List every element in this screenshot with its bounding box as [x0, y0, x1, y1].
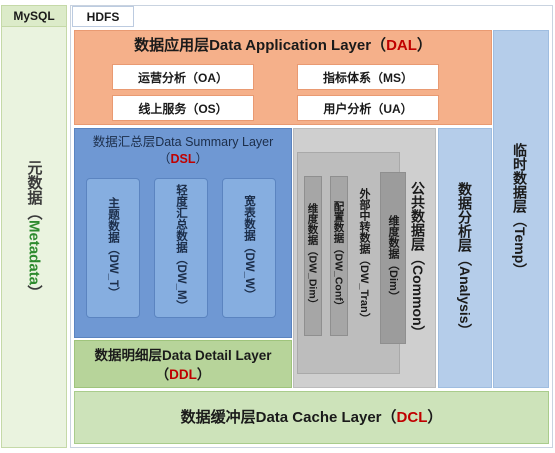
dal-sub-ms: 指标体系（MS） [297, 64, 439, 90]
common-sub-dim-label: 维度数据（Dim） [380, 172, 406, 344]
dsl-sub-dw-t-text: 主题数据（DW_T） [107, 197, 119, 299]
metadata-label-en: Metadata [25, 219, 43, 286]
common-sub-dw-conf [330, 176, 348, 336]
common-sub-dw-tran-label: 外部中转数据（DW_Tran） [352, 166, 376, 346]
analysis-label-text: 数据分析层（Analysis） [457, 182, 473, 338]
temp-label-text: 临时数据层（Temp） [512, 142, 528, 278]
metadata-label-end: ） [25, 285, 43, 301]
dsl-sub-dw-w-label: 宽表数据（DW_W） [222, 178, 276, 318]
dal-sub-ua: 用户分析（UA） [297, 95, 439, 121]
temp-label: 临时数据层（Temp） [498, 120, 542, 300]
ddl-title-abbr: DDL [169, 367, 197, 382]
ddl-title-open: （ [155, 367, 170, 382]
ddl-title: 数据明细层Data Detail Layer （DDL） [74, 346, 292, 386]
dsl-sub-dw-t [86, 178, 140, 318]
common-sub-dw-conf-text: 配置数据（DW_Conf） [332, 200, 345, 312]
dcl-title-main: 数据缓冲层Data Cache Layer（ [180, 409, 397, 426]
common-sub-dw-conf-label: 配置数据（DW_Conf） [328, 176, 350, 336]
ddl-title-end: ） [196, 367, 211, 382]
ddl-title-main: 数据明细层Data Detail Layer [94, 348, 272, 363]
metadata-column [1, 5, 67, 448]
common-label-text: 公共数据层（Common） [410, 180, 426, 340]
dsl-sub-dw-t-label: 主题数据（DW_T） [86, 178, 140, 318]
dsl-sub-dw-m-label: 轻度汇总数据（DW_M） [154, 178, 208, 318]
dal-title-main: 数据应用层Data Application Layer（ [134, 37, 387, 54]
analysis-label: 数据分析层（Analysis） [448, 160, 482, 360]
common-sub-dw-tran-text: 外部中转数据（DW_Tran） [358, 188, 370, 324]
dal-title: 数据应用层Data Application Layer（DAL） [74, 34, 492, 54]
hdfs-header: HDFS [72, 6, 134, 27]
dal-title-end: ） [416, 37, 432, 54]
dsl-sub-dw-m-text: 轻度汇总数据（DW_M） [175, 184, 187, 312]
temp-layer [493, 30, 549, 388]
ddl-layer [74, 340, 292, 388]
common-sub-dim-text: 维度数据（Dim） [387, 214, 399, 302]
common-sub-dw-dim-label: 维度数据（DW_Dim） [302, 176, 324, 336]
dcl-layer [74, 391, 549, 444]
dsl-title-main: 数据汇总层Data Summary Layer [92, 135, 274, 149]
dsl-sub-dw-w [222, 178, 276, 318]
common-sub-dim [380, 172, 406, 344]
dsl-sub-dw-w-text: 宽表数据（DW_W） [243, 195, 255, 301]
common-sub-dw-dim [304, 176, 322, 336]
dsl-title: 数据汇总层Data Summary Layer （DSL） [74, 134, 292, 170]
dsl-title-end: ） [195, 152, 209, 166]
dal-sub-os: 线上服务（OS） [112, 95, 254, 121]
dal-title-abbr: DAL [386, 37, 417, 54]
metadata-label-main: 元数据（ [25, 159, 43, 220]
dcl-title-abbr: DCL [396, 409, 428, 426]
dcl-title: 数据缓冲层Data Cache Layer（DCL） [74, 406, 549, 430]
analysis-layer [438, 128, 492, 388]
dsl-title-abbr: DSL [170, 152, 196, 166]
dcl-title-end: ） [427, 409, 443, 426]
dal-sub-oa: 运营分析（OA） [112, 64, 254, 90]
common-label: 公共数据层（Common） [402, 160, 434, 360]
common-sub-dw-dim-text: 维度数据（DW_Dim） [306, 202, 319, 310]
mysql-header: MySQL [1, 5, 67, 27]
dsl-sub-dw-m [154, 178, 208, 318]
metadata-label: 元数据（Metadata） [14, 150, 54, 310]
dsl-title-open: （ [157, 152, 171, 166]
